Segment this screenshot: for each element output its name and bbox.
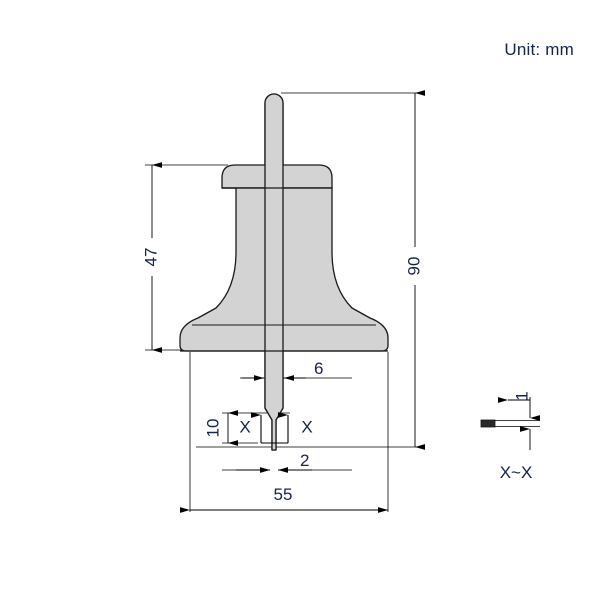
dimension-tip-height: 10 (203, 410, 238, 446)
unit-note-label: Unit: mm (504, 40, 574, 59)
dimension-height-overall: 90 (404, 90, 425, 450)
dimension-tip-width: 2 (236, 451, 312, 473)
dimension-width-overall: 55 (180, 485, 388, 513)
dimension-value-90: 90 (404, 257, 423, 276)
dimension-value-55: 55 (274, 485, 293, 504)
dimension-value-2: 2 (300, 451, 309, 470)
dimension-height-body: 47 (141, 162, 162, 353)
section-marker-left-label: X (239, 417, 250, 436)
dimension-value-1: 1 (512, 391, 531, 400)
section-profile-shape (480, 419, 496, 428)
section-cut-markers: X X (239, 412, 313, 444)
dimension-value-47: 47 (141, 248, 160, 267)
section-view-xx: 1 X~X (480, 391, 540, 482)
rail-profile-body (179, 93, 389, 451)
dimension-value-10: 10 (203, 419, 222, 438)
section-marker-right-label: X (301, 417, 312, 436)
dimension-value-6: 6 (314, 359, 323, 378)
section-view-label: X~X (500, 463, 533, 482)
dimension-stem-width: 6 (242, 359, 323, 381)
